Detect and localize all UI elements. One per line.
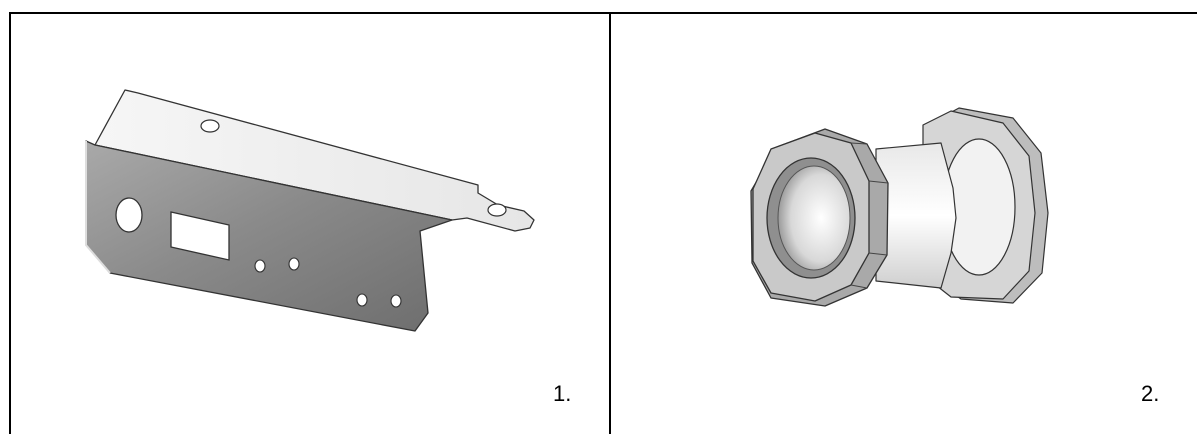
table-divider	[609, 12, 611, 434]
bracket-drawing	[85, 89, 535, 332]
table-top-border	[9, 12, 1197, 14]
caption-2: 2.	[1141, 381, 1160, 406]
caption-1: 1.	[553, 381, 572, 406]
fitting-drawing	[750, 107, 1049, 307]
table-left-border	[9, 12, 11, 434]
